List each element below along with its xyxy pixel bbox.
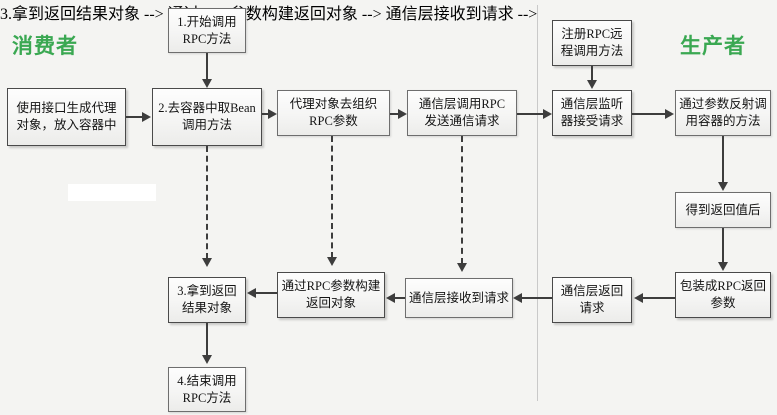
lane-title-producer: 生产者	[680, 35, 746, 58]
node-proxy-container[interactable]: 使用接口生成代理 对象，放入容器中	[7, 88, 126, 146]
edge-dashed-getbean-to-result-arrowhead	[202, 258, 212, 267]
lane-divider	[537, 5, 538, 401]
edge-received-to-build-arrowhead	[386, 293, 395, 303]
edge-register-to-listener-arrowhead	[587, 80, 597, 89]
edge-getbean-to-organize	[262, 113, 269, 115]
node-comm-return[interactable]: 通信层返回 请求	[552, 277, 632, 323]
node-build-return-obj[interactable]: 通过RPC参数构建 返回对象	[277, 272, 385, 318]
edge-commreturn-to-received	[522, 297, 552, 299]
edge-organize-to-send	[390, 113, 400, 115]
node-organize-params[interactable]: 代理对象去组织 RPC参数	[277, 90, 390, 136]
edge-build-to-result-arrowhead	[247, 288, 256, 298]
edge-received-to-build	[394, 297, 405, 299]
edge-wrap-to-commreturn-arrowhead	[634, 293, 643, 303]
edge-gotreturn-to-wrap-arrowhead	[718, 262, 728, 271]
edge-build-to-result	[256, 292, 277, 294]
node-wrap-rpc-return[interactable]: 包装成RPC返回 参数	[675, 272, 771, 318]
edge-register-to-listener	[591, 66, 593, 81]
edge-getbean-to-organize-arrowhead	[268, 109, 277, 119]
edge-dashed-send-to-received-arrowhead	[457, 263, 467, 272]
node-reflect-invoke[interactable]: 通过参数反射调 用容器的方法	[675, 90, 771, 136]
node-start-rpc[interactable]: 1.开始调用 RPC方法	[168, 8, 246, 53]
edge-dashed-send-to-received	[461, 136, 463, 264]
lane-title-consumer: 消费者	[12, 35, 78, 58]
edge-gotreturn-to-wrap	[722, 228, 724, 263]
edge-organize-to-send-arrowhead	[398, 109, 407, 119]
edge-listener-to-reflect-arrowhead	[665, 109, 674, 119]
edge-result-to-end	[206, 323, 208, 355]
edge-reflect-to-gotreturn	[722, 136, 724, 183]
edge-send-to-listener	[517, 113, 545, 115]
edge-dashed-getbean-to-result	[206, 146, 208, 259]
edge-dashed-organize-to-build-arrowhead	[327, 257, 337, 266]
edge-start-to-getbean	[206, 53, 208, 80]
edge-send-to-listener-arrowhead	[543, 109, 552, 119]
edge-reflect-to-gotreturn-arrowhead	[718, 182, 728, 191]
node-got-return[interactable]: 得到返回值后	[675, 192, 771, 228]
edge-proxy-to-getbean	[126, 116, 143, 118]
node-comm-received[interactable]: 通信层接收到请求	[405, 278, 513, 318]
edge-start-to-getbean-arrowhead	[202, 79, 212, 88]
node-listener-accept[interactable]: 通信层监听 器接受请求	[552, 90, 632, 136]
edge-dashed-organize-to-build	[331, 136, 333, 258]
edge-proxy-to-getbean-arrowhead	[142, 112, 151, 122]
node-end-rpc[interactable]: 4.结束调用 RPC方法	[168, 367, 246, 412]
node-register-rpc[interactable]: 注册RPC远 程调用方法	[552, 20, 632, 66]
edge-listener-to-reflect	[632, 113, 666, 115]
blank-redacted-area	[68, 184, 156, 201]
node-send-request[interactable]: 通信层调用RPC 发送通信请求	[407, 90, 517, 136]
edge-result-to-end-arrowhead	[202, 355, 212, 364]
node-get-result[interactable]: 3.拿到返回 结果对象	[168, 277, 246, 323]
node-get-bean[interactable]: 2.去容器中取Bean 调用方法	[152, 88, 262, 146]
edge-commreturn-to-received-arrowhead	[513, 293, 522, 303]
edge-wrap-to-commreturn	[643, 297, 675, 299]
